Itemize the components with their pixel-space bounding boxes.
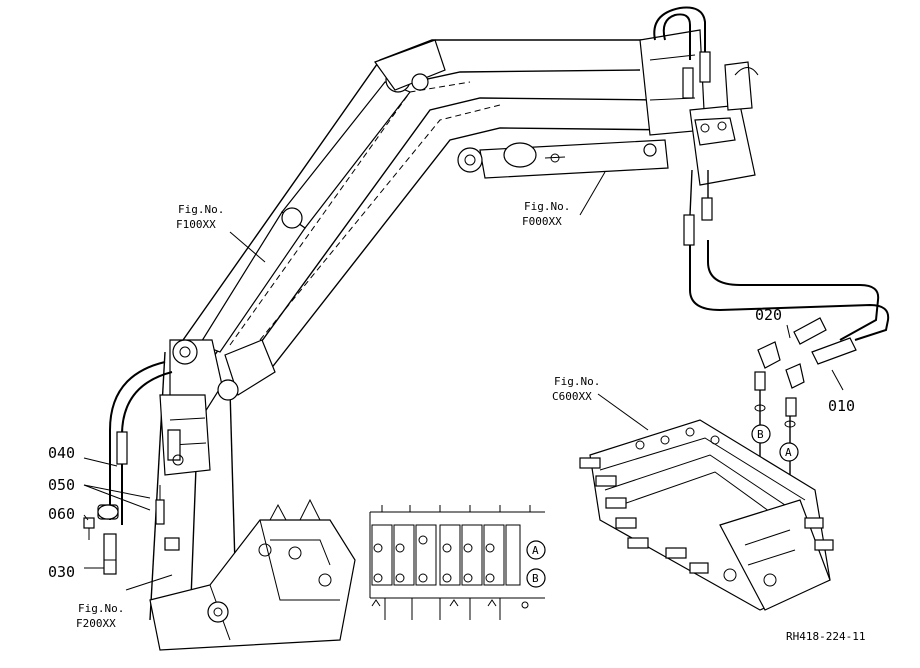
part-number-030: 030 <box>48 563 75 581</box>
port-marker-b-valve: B <box>751 424 771 444</box>
fig-ref-f200-line1: Fig.No. <box>78 602 124 615</box>
control-valve <box>579 419 834 611</box>
port-marker-a-schematic: A <box>526 540 546 560</box>
fig-ref-c600: Fig.No. C600XX <box>552 375 600 403</box>
svg-text:B: B <box>757 428 764 441</box>
port-marker-a-valve: A <box>779 442 799 462</box>
boom-arm <box>175 29 759 371</box>
hose-fittings <box>116 51 857 465</box>
part-number-060: 060 <box>48 505 75 523</box>
part-number-040: 040 <box>48 444 75 462</box>
fig-ref-f200-line2: F200XX <box>76 617 116 630</box>
port-marker-b-schematic: B <box>526 568 546 588</box>
fig-ref-c600-line2: C600XX <box>552 390 592 403</box>
lower-arm-and-bucket <box>149 339 356 651</box>
left-exploded-parts <box>83 485 180 575</box>
part-number-010: 010 <box>828 397 855 415</box>
hydraulic-schematic <box>369 505 545 620</box>
fig-ref-f100: Fig.No. F100XX <box>176 203 224 231</box>
svg-text:A: A <box>785 446 792 459</box>
fig-ref-f100-line1: Fig.No. <box>178 203 224 216</box>
fig-ref-f100-line2: F100XX <box>176 218 216 231</box>
fig-ref-c600-line1: Fig.No. <box>554 375 600 388</box>
fig-ref-f000-line1: Fig.No. <box>524 200 570 213</box>
part-number-050: 050 <box>48 476 75 494</box>
svg-text:A: A <box>532 544 539 557</box>
figure-code: RH418-224-11 <box>786 630 865 643</box>
fig-ref-f000: Fig.No. F000XX <box>522 200 570 228</box>
hoses <box>109 6 890 525</box>
part-number-020: 020 <box>755 306 782 324</box>
svg-text:B: B <box>532 572 539 585</box>
fig-ref-f000-line2: F000XX <box>522 215 562 228</box>
leader-lines <box>83 171 844 591</box>
fig-ref-f200: Fig.No. F200XX <box>76 602 124 630</box>
